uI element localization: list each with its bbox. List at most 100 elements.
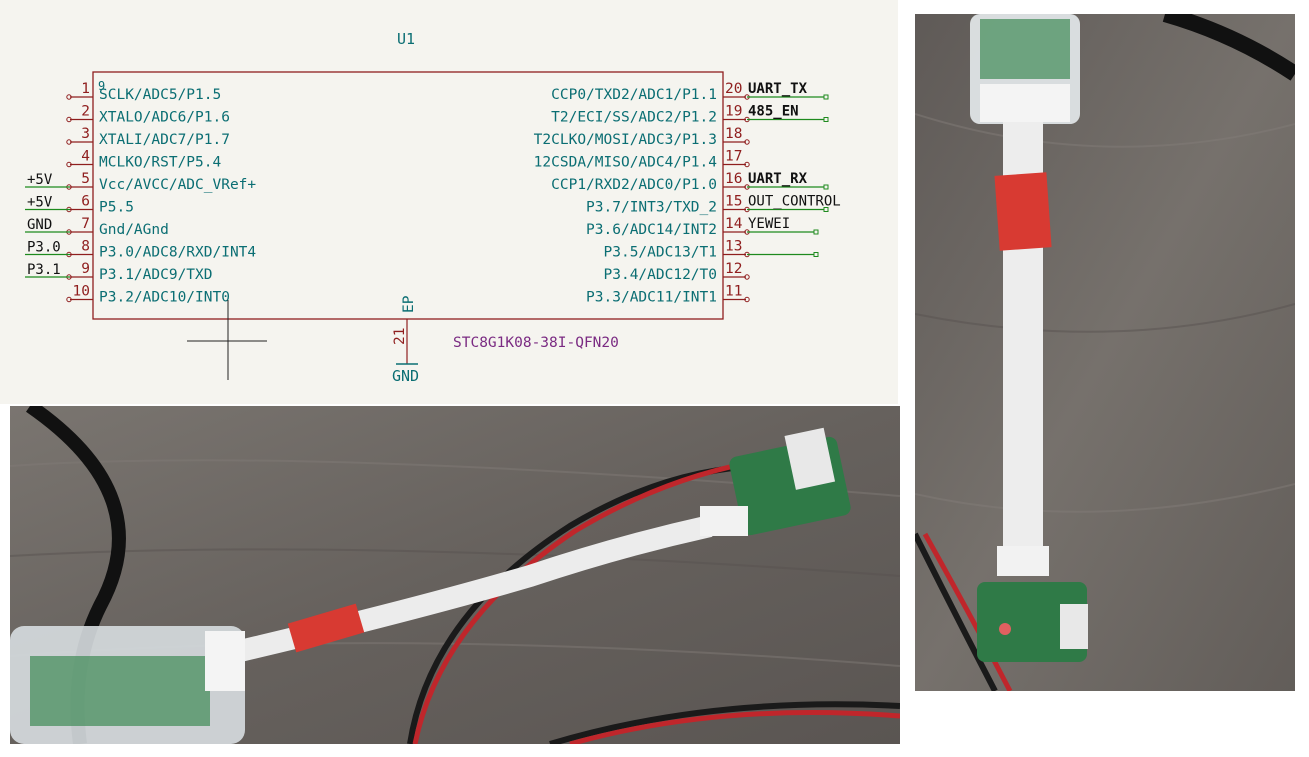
gnd-power-label: GND — [392, 367, 419, 385]
pin-16-name: CCP1/RXD2/ADC0/P1.0 — [551, 177, 717, 193]
pin-19-number: 19 — [725, 104, 742, 120]
right-pin-16[interactable]: 16 CCP1/RXD2/ADC0/P1.0 UART_RX — [551, 171, 829, 193]
pin-15-number: 15 — [725, 194, 742, 210]
ic-body[interactable] — [92, 71, 724, 320]
left-pin-7[interactable]: 7 Gnd/AGnd GND — [25, 216, 169, 238]
pin-7-name: Gnd/AGnd — [99, 222, 169, 238]
pin-4-name: MCLKO/RST/P5.4 — [99, 155, 221, 171]
pin-6-name: P5.5 — [99, 200, 134, 216]
pin-2-end — [66, 116, 72, 123]
pin-2-number: 2 — [81, 104, 90, 120]
left-pin-3[interactable]: 3 XTALI/ADC7/P1.7 — [66, 126, 230, 148]
right-pin-19[interactable]: 19 T2/ECI/SS/ADC2/P1.2 485_EN — [551, 104, 829, 126]
pin-12-number: 12 — [725, 261, 742, 277]
pin-18-end — [744, 139, 750, 145]
pin-18-number: 18 — [725, 126, 742, 142]
pin-5-number: 5 — [81, 171, 90, 187]
left-pin-6[interactable]: 6 P5.5 +5V — [25, 194, 134, 216]
pin-4-number: 4 — [81, 149, 90, 165]
pin-8-number: 8 — [81, 239, 90, 255]
net-label-19: 485_EN — [748, 104, 799, 120]
net-label-6: +5V — [27, 195, 53, 211]
pin-2-name: XTALO/ADC6/P1.6 — [99, 110, 230, 126]
pin-17-name: 12CSDA/MISO/ADC4/P1.4 — [534, 155, 718, 171]
pin-1-name: SCLK/ADC5/P1.5 — [99, 87, 221, 103]
pin-17-number: 17 — [725, 149, 742, 165]
right-pin-12[interactable]: 12 P3.4/ADC12/T0 — [604, 261, 750, 283]
left-pin-2[interactable]: 2 XTALO/ADC6/P1.6 — [66, 104, 230, 126]
photo-bottom — [10, 406, 900, 744]
right-pin-15[interactable]: 15 P3.7/INT3/TXD_2 OUT_CONTROL — [586, 194, 841, 216]
pin-10-end — [66, 296, 72, 303]
pin-10-number: 10 — [73, 284, 90, 300]
pin-9-number: 9 — [81, 261, 90, 277]
net-wire-end-16 — [823, 184, 829, 190]
net-label-14: YEWEI — [748, 216, 790, 232]
pin-11-name: P3.3/ADC11/INT1 — [586, 290, 717, 306]
pin-5-name: Vcc/AVCC/ADC_VRef+ — [99, 177, 256, 193]
pin-3-name: XTALI/ADC7/P1.7 — [99, 132, 230, 148]
left-pin-10[interactable]: 10 P3.2/ADC10/INT0 — [66, 284, 230, 306]
right-pin-18[interactable]: 18 T2CLKO/MOSI/ADC3/P1.3 — [534, 126, 750, 148]
right-pin-14[interactable]: 14 P3.6/ADC14/INT2 YEWEI — [586, 216, 819, 238]
pin-20-name: CCP0/TXD2/ADC1/P1.1 — [551, 87, 717, 103]
right-pins: 20 CCP0/TXD2/ADC1/P1.1 UART_TX 19 T2/ECI/SS/… — [534, 81, 841, 306]
pin-20-number: 20 — [725, 81, 742, 97]
right-pin-13[interactable]: 13 P3.5/ADC13/T1 — [604, 239, 819, 261]
net-label-9: P3.1 — [27, 262, 61, 278]
net-wire-end-19 — [823, 117, 829, 122]
photo-right-icon — [915, 14, 1295, 691]
pin-12-end — [744, 274, 750, 280]
pin-18-name: T2CLKO/MOSI/ADC3/P1.3 — [534, 132, 717, 148]
pin-19-name: T2/ECI/SS/ADC2/P1.2 — [551, 110, 717, 126]
net-label-16: UART_RX — [748, 171, 808, 187]
pin-11-number: 11 — [725, 284, 742, 300]
net-label-5: +5V — [27, 172, 53, 188]
right-pin-11[interactable]: 11 P3.3/ADC11/INT1 — [586, 284, 750, 306]
pin-3-end — [66, 139, 72, 145]
left-pin-1[interactable]: 1 SCLK/ADC5/P1.5 — [66, 81, 221, 103]
pin-16-number: 16 — [725, 171, 742, 187]
pin-12-name: P3.4/ADC12/T0 — [604, 267, 718, 283]
pin-14-number: 14 — [725, 216, 743, 232]
pin-3-number: 3 — [81, 126, 90, 142]
component-value: STC8G1K08-38I-QFN20 — [453, 335, 619, 351]
net-wire-end-20 — [823, 94, 829, 100]
net-wire-end-14 — [813, 229, 819, 235]
pin-17-end — [744, 161, 750, 168]
left-pin-9[interactable]: 9 P3.1/ADC9/TXD P3.1 — [25, 261, 213, 283]
net-wire-end-13 — [813, 252, 819, 257]
pin-9-name: P3.1/ADC9/TXD — [99, 267, 213, 283]
photo-bottom-icon — [10, 406, 900, 744]
pin-6-number: 6 — [81, 194, 90, 210]
left-pin-5[interactable]: 5 Vcc/AVCC/ADC_VRef+ +5V — [25, 171, 256, 193]
left-pin-4[interactable]: 4 MCLKO/RST/P5.4 — [66, 149, 222, 171]
pin-15-name: P3.7/INT3/TXD_2 — [586, 200, 717, 216]
pin-7-number: 7 — [81, 216, 90, 232]
photo-right — [915, 14, 1295, 691]
pin-13-name: P3.5/ADC13/T1 — [604, 245, 718, 261]
pin-1-number: 1 — [81, 81, 90, 97]
pin-4-end — [66, 161, 72, 168]
pin-11-end — [744, 296, 750, 303]
net-label-15: OUT_CONTROL — [748, 194, 841, 210]
left-pin-8[interactable]: 8 P3.0/ADC8/RXD/INT4 P3.0 — [25, 239, 256, 261]
right-pin-20[interactable]: 20 CCP0/TXD2/ADC1/P1.1 UART_TX — [551, 81, 829, 103]
pin1-marker: 9 — [98, 79, 105, 93]
net-wire-end-15 — [823, 207, 829, 212]
net-label-8: P3.0 — [27, 240, 61, 256]
pin-13-number: 13 — [725, 239, 742, 255]
net-label-7: GND — [27, 217, 52, 233]
pin-21-number: 21 — [392, 328, 408, 345]
pin-10-name: P3.2/ADC10/INT0 — [99, 290, 230, 306]
component-reference: U1 — [397, 30, 415, 48]
pin-8-name: P3.0/ADC8/RXD/INT4 — [99, 245, 256, 261]
pin-14-name: P3.6/ADC14/INT2 — [586, 222, 717, 238]
pin-1-end — [66, 94, 72, 100]
pin-21-name: EP — [401, 295, 417, 313]
left-pins: 1 SCLK/ADC5/P1.5 2 XTALO/ADC6/P1.6 3 XTALI/AD… — [25, 81, 256, 306]
schematic-canvas: U1 9 1 SCLK/ADC5/P1.5 2 XTALO/ADC6/P1.6 3 XTA… — [25, 30, 841, 385]
right-pin-17[interactable]: 17 12CSDA/MISO/ADC4/P1.4 — [534, 149, 750, 171]
net-label-20: UART_TX — [748, 81, 808, 97]
schematic-panel: U1 9 1 SCLK/ADC5/P1.5 2 XTALO/ADC6/P1.6 3 XTA… — [0, 0, 898, 404]
